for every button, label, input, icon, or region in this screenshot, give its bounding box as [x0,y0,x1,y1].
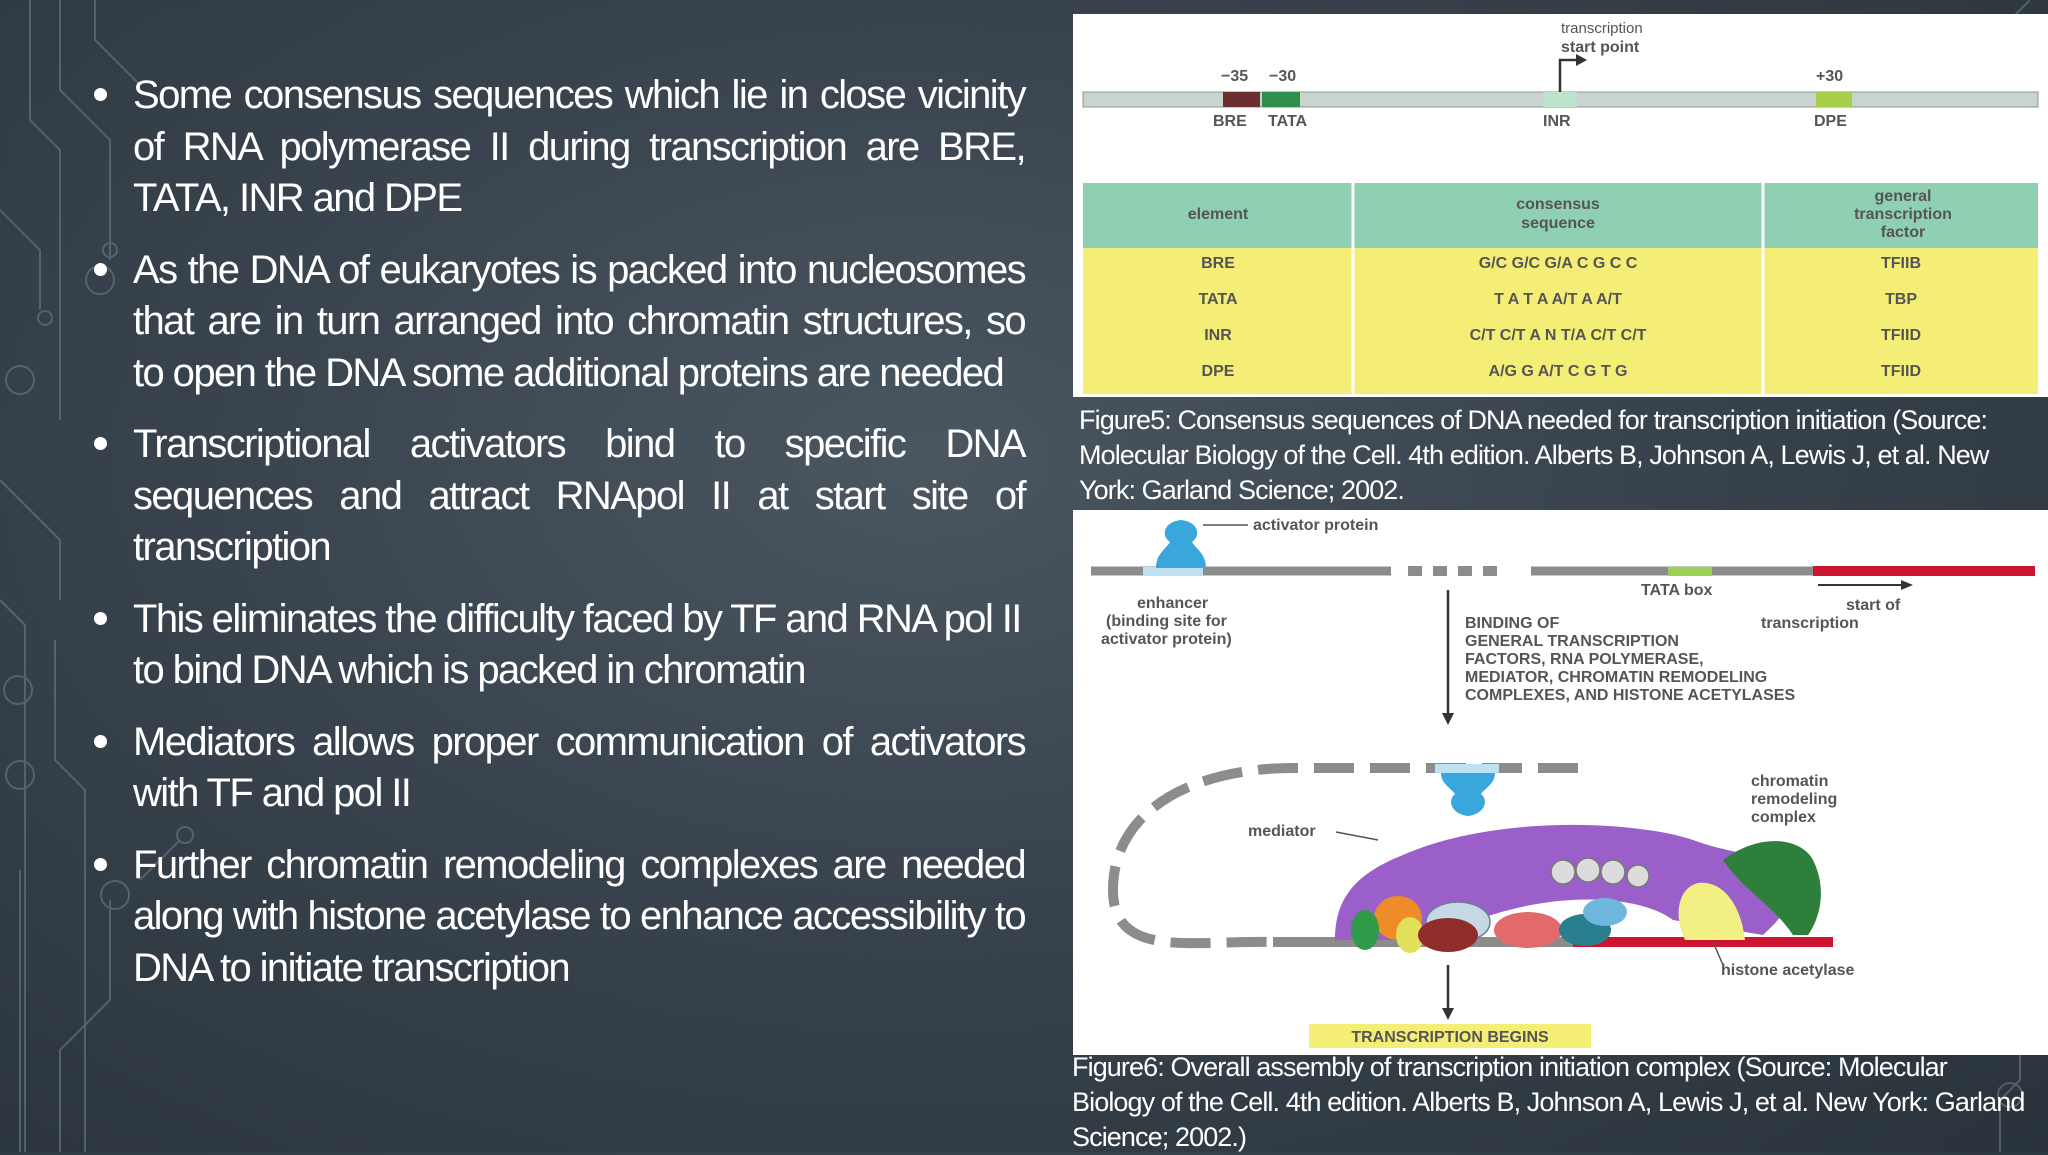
process-arrow-head [1442,1008,1454,1020]
bullet-text: As the DNA of eukaryotes is packed into … [133,247,1027,395]
figure5-caption: Figure5: Consensus sequences of DNA need… [1079,405,1989,505]
bullet-item: This eliminates the difficulty faced by … [90,594,1025,697]
table-cell: INR [1204,327,1232,344]
bullet-item: Further chromatin remodeling complexes a… [90,840,1027,995]
activator-protein-shape [1156,520,1206,568]
table-row: DPE A/G G A/T C G T G TFIID [1202,363,1921,380]
binding-label-4: MEDIATOR, CHROMATIN REMODELING [1465,669,1767,686]
dna-gap-dashes [1408,566,1497,576]
tss-arrow [1558,58,1578,92]
start-label-2: transcription [1761,615,1859,632]
tss-label-line1: transcription [1561,20,1643,37]
table-cell: T A T A A/T A A/T [1494,291,1622,308]
position-plus30: +30 [1816,68,1843,85]
inr-label: INR [1543,113,1571,130]
binding-label-1: BINDING OF [1465,615,1559,632]
bullet-dot [94,262,107,276]
enhancer-site [1143,567,1203,576]
table-cell: BRE [1201,255,1235,272]
binding-label-3: FACTORS, RNA POLYMERASE, [1465,651,1704,668]
table-row: INR C/T C/T A N T/A C/T C/T TFIID [1204,327,1921,344]
bullet-text: Some consensus sequences which lie in cl… [133,73,1027,220]
table-header-factor-2: transcription [1854,206,1952,223]
bullet-dot [94,437,107,450]
figure6-diagram: activator protein enhancer (binding site… [1091,517,2035,1048]
table-cell: A/G G A/T C G T G [1489,363,1628,380]
inr-element [1543,92,1577,107]
bullet-dot [94,611,107,625]
tata-label: TATA [1268,113,1308,130]
figure5-diagram: transcription start point −35 −30 +30 BR… [1082,20,2039,394]
table-cell: TFIIB [1881,255,1921,272]
enhancer-label-3: activator protein) [1101,631,1232,648]
chromatin-label-1: chromatin [1751,773,1828,790]
table-row: TATA T A T A A/T A A/T TBP [1198,291,1917,308]
bound-activator-shape [1441,773,1495,816]
figure5-image: transcription start point −35 −30 +30 BR… [1073,14,2048,397]
bullet-text: Mediators allows proper communication of… [133,719,1027,816]
tata-box-site [1668,567,1712,576]
bre-label: BRE [1213,113,1247,130]
enhancer-site [1435,764,1499,773]
tss-label-line2: start point [1561,39,1640,56]
table-cell: DPE [1202,363,1235,380]
bullet-item: As the DNA of eukaryotes is packed into … [90,245,1027,400]
table-cell: TFIID [1881,327,1921,344]
bullet-item: Some consensus sequences which lie in cl… [90,70,1027,225]
bullet-text: Further chromatin remodeling complexes a… [133,842,1027,990]
transcription-factor-cluster [1351,857,1650,953]
bre-element [1223,92,1260,107]
enhancer-label-1: enhancer [1137,595,1208,612]
binding-label-5: COMPLEXES, AND HISTONE ACETYLASES [1465,687,1795,704]
transcription-begins-label: TRANSCRIPTION BEGINS [1351,1029,1549,1046]
activator-protein-label: activator protein [1253,517,1378,534]
bullet-dot [94,734,107,748]
position-minus35: −35 [1221,68,1248,85]
table-cell: G/C G/C G/A C G C C [1479,255,1638,272]
bullet-item: Mediators allows proper communication of… [90,717,1027,820]
table-header-consensus-2: sequence [1521,215,1595,232]
dpe-label: DPE [1814,113,1847,130]
chromatin-remodeling-complex-shape [1723,841,1821,935]
bullet-text: This eliminates the difficulty faced by … [133,596,1022,693]
table-cell: TBP [1885,291,1917,308]
position-minus30: −30 [1269,68,1296,85]
bullet-item: Transcriptional activators bind to speci… [90,419,1027,574]
table-row: BRE G/C G/C G/A C G C C TFIIB [1201,255,1921,272]
mediator-label: mediator [1248,823,1316,840]
table-header-row [1083,183,2038,248]
table-header-consensus-1: consensus [1516,196,1600,213]
process-arrow-head [1442,713,1454,725]
start-arrow-head [1901,580,1913,590]
bullet-text: Transcriptional activators bind to speci… [133,422,1027,569]
figure6-caption: Figure6: Overall assembly of transcripti… [1072,1052,2025,1152]
table-header-factor-3: factor [1881,224,1925,241]
histone-acetylase-shape [1678,882,1745,940]
table-header-factor-1: general [1875,188,1932,205]
looped-dna [1107,763,1578,949]
bullet-dot [94,857,107,871]
enhancer-label-2: (binding site for [1106,613,1227,630]
chromatin-label-2: remodeling [1751,791,1837,808]
transcription-begins-box [1309,1024,1591,1048]
table-cell: TATA [1198,291,1238,308]
table-body [1083,248,2038,394]
figure6-image: activator protein enhancer (binding site… [1073,510,2048,1055]
table-cell: C/T C/T A N T/A C/T C/T [1470,327,1647,344]
tata-element [1262,92,1300,107]
dpe-element [1816,92,1852,107]
start-label-1: start of [1846,597,1901,614]
leader-line [1335,831,1379,841]
leader-line [1712,941,1724,966]
histone-acetylase-label: histone acetylase [1721,962,1855,979]
table-cell: TFIID [1881,363,1921,380]
binding-label-2: GENERAL TRANSCRIPTION [1465,633,1679,650]
bullet-list: Some consensus sequences which lie in cl… [90,70,1027,1014]
table-header-element: element [1188,206,1249,223]
bullet-dot [94,88,107,101]
tss-arrow-head [1576,54,1587,66]
chromatin-label-3: complex [1751,809,1816,826]
tata-box-label: TATA box [1641,582,1712,599]
